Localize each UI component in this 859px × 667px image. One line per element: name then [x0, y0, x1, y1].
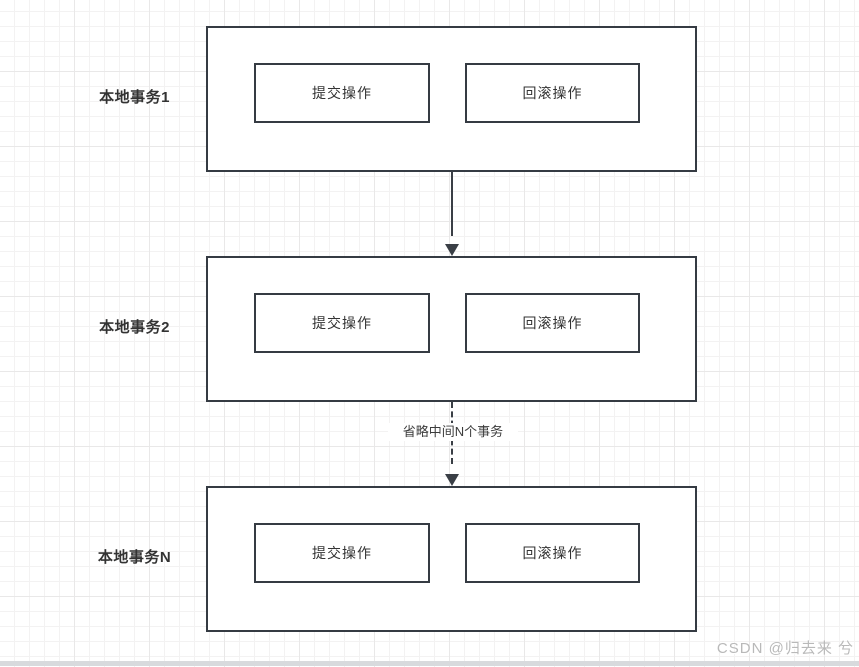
connector-label: 省略中间N个事务	[388, 423, 518, 441]
arrowhead-down-icon	[445, 474, 459, 486]
rollback-operation-label: 回滚操作	[522, 315, 583, 331]
commit-operation-box: 提交操作	[254, 523, 430, 583]
transaction-container: 提交操作 回滚操作	[206, 256, 697, 402]
transaction-label: 本地事务2	[99, 319, 170, 336]
transaction-container: 提交操作 回滚操作	[206, 486, 697, 632]
transaction-group-1: 本地事务1 提交操作 回滚操作	[0, 26, 859, 172]
commit-operation-label: 提交操作	[312, 545, 372, 561]
transaction-label: 本地事务1	[99, 89, 170, 106]
commit-operation-box: 提交操作	[254, 63, 430, 123]
rollback-operation-box: 回滚操作	[465, 523, 640, 583]
transaction-group-2: 本地事务2 提交操作 回滚操作	[0, 256, 859, 402]
commit-operation-box: 提交操作	[254, 293, 430, 353]
transaction-label: 本地事务N	[97, 549, 172, 566]
rollback-operation-label: 回滚操作	[522, 85, 583, 101]
arrow-line	[451, 172, 453, 236]
transaction-container: 提交操作 回滚操作	[206, 26, 697, 172]
rollback-operation-box: 回滚操作	[465, 293, 640, 353]
rollback-operation-box: 回滚操作	[465, 63, 640, 123]
transaction-group-n: 本地事务N 提交操作 回滚操作	[0, 486, 859, 632]
commit-operation-label: 提交操作	[312, 85, 372, 101]
arrowhead-down-icon	[445, 244, 459, 256]
rollback-operation-label: 回滚操作	[522, 545, 583, 561]
horizontal-scrollbar[interactable]	[0, 661, 859, 666]
commit-operation-label: 提交操作	[312, 315, 372, 331]
csdn-watermark: CSDN @归去来 兮	[716, 640, 854, 657]
